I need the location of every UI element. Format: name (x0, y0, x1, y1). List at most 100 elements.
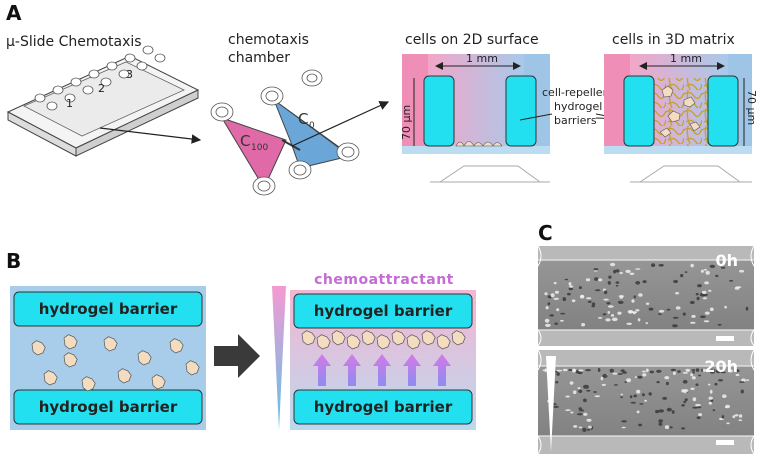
migration-arrow (313, 354, 331, 386)
cell-speck (682, 389, 689, 393)
cell-speck (672, 324, 678, 328)
cell (151, 374, 166, 390)
cell-speck (568, 287, 573, 291)
cell-speck (690, 321, 696, 324)
cell-speck (633, 394, 637, 398)
cell-speck (602, 313, 607, 316)
cell-speck (544, 292, 548, 296)
cell-speck (684, 398, 688, 402)
cell-speck (553, 297, 559, 300)
barrier-after-top (293, 293, 473, 329)
cell-speck (562, 368, 568, 372)
cell-speck (638, 293, 643, 297)
cell (117, 368, 132, 384)
migration-arrow (433, 354, 451, 386)
cell-speck (610, 314, 615, 317)
cell-speck (621, 426, 626, 429)
cell-speck (672, 371, 676, 376)
cell-speck (573, 390, 577, 395)
cell-speck (684, 271, 688, 273)
barrier-before-top (13, 291, 203, 327)
micrograph-20h: 20h (537, 349, 755, 455)
cell-speck (691, 314, 696, 318)
cell (421, 330, 436, 346)
cell-speck (582, 427, 587, 432)
cell-speck (682, 379, 688, 384)
cell-speck (588, 425, 592, 429)
cell-speck (675, 306, 681, 310)
cell-speck (666, 308, 671, 311)
cell-speck (692, 397, 697, 402)
cell-speck (583, 412, 588, 416)
cell-speck (642, 373, 647, 377)
height-label-3d: 70 µm (745, 90, 758, 125)
cell-speck (627, 310, 634, 314)
cell-speck (638, 423, 643, 427)
cell-speck (662, 396, 668, 400)
cell-speck (577, 387, 581, 390)
cell-speck (720, 266, 726, 269)
barrier-right-2d (505, 75, 537, 147)
cell-speck (708, 396, 713, 400)
cell-speck (641, 370, 646, 373)
cell-speck (615, 281, 620, 284)
cell-speck (709, 264, 716, 268)
cell-speck (702, 368, 706, 372)
cell-speck (677, 370, 681, 373)
cell-speck (631, 299, 635, 303)
cell-speck (587, 300, 592, 303)
cell-speck (656, 381, 660, 384)
cell-speck (708, 383, 711, 386)
cell-speck (714, 382, 718, 386)
cell-speck (665, 381, 669, 386)
barrier-note-2: hydrogel (554, 100, 602, 113)
cell-speck (620, 393, 624, 396)
cell-speck (635, 281, 641, 285)
cell-speck (641, 393, 645, 397)
cell-speck (606, 302, 611, 305)
cell-speck (612, 372, 618, 375)
scale-bar-20h (716, 440, 734, 445)
cell-speck (617, 311, 622, 315)
cell-speck (701, 290, 707, 295)
cell-speck (568, 282, 572, 286)
cell-speck (613, 384, 618, 386)
cell-speck (722, 394, 727, 399)
cell (137, 350, 152, 366)
cell-speck (553, 403, 557, 406)
cell-speck (709, 371, 716, 374)
cell-speck (635, 268, 641, 270)
c0-main: C (298, 110, 308, 128)
cell-speck (578, 389, 583, 393)
cell-speck (695, 383, 699, 387)
cell-speck (712, 409, 716, 412)
cell-speck (692, 406, 698, 409)
cell-speck (570, 411, 574, 414)
cell-speck (698, 374, 702, 377)
cell-speck (658, 263, 664, 267)
cell-speck (583, 384, 589, 389)
cell-speck (658, 409, 664, 413)
cell-speck (603, 290, 608, 295)
cell-speck (545, 306, 549, 310)
cell-speck (658, 309, 665, 313)
cell-speck (636, 410, 640, 414)
c0-reservoir (272, 98, 352, 169)
cell-speck (738, 414, 743, 418)
cell-speck (554, 322, 558, 325)
cell-speck (692, 370, 696, 374)
cell (169, 338, 184, 354)
cells-scattered (31, 334, 200, 392)
cell-speck (620, 396, 623, 399)
barrier-before-top-label: hydrogel barrier (39, 300, 178, 318)
cell-speck (547, 302, 551, 306)
slide-number-1: 1 (66, 97, 73, 110)
cell-speck (685, 368, 691, 372)
cell-speck (637, 375, 643, 379)
cell-speck (698, 413, 703, 417)
c100-sub: 100 (251, 143, 268, 153)
cell-speck (630, 401, 637, 404)
cell-speck (739, 381, 745, 383)
slide-number-3: 3 (126, 68, 133, 81)
cell-speck (594, 289, 601, 292)
